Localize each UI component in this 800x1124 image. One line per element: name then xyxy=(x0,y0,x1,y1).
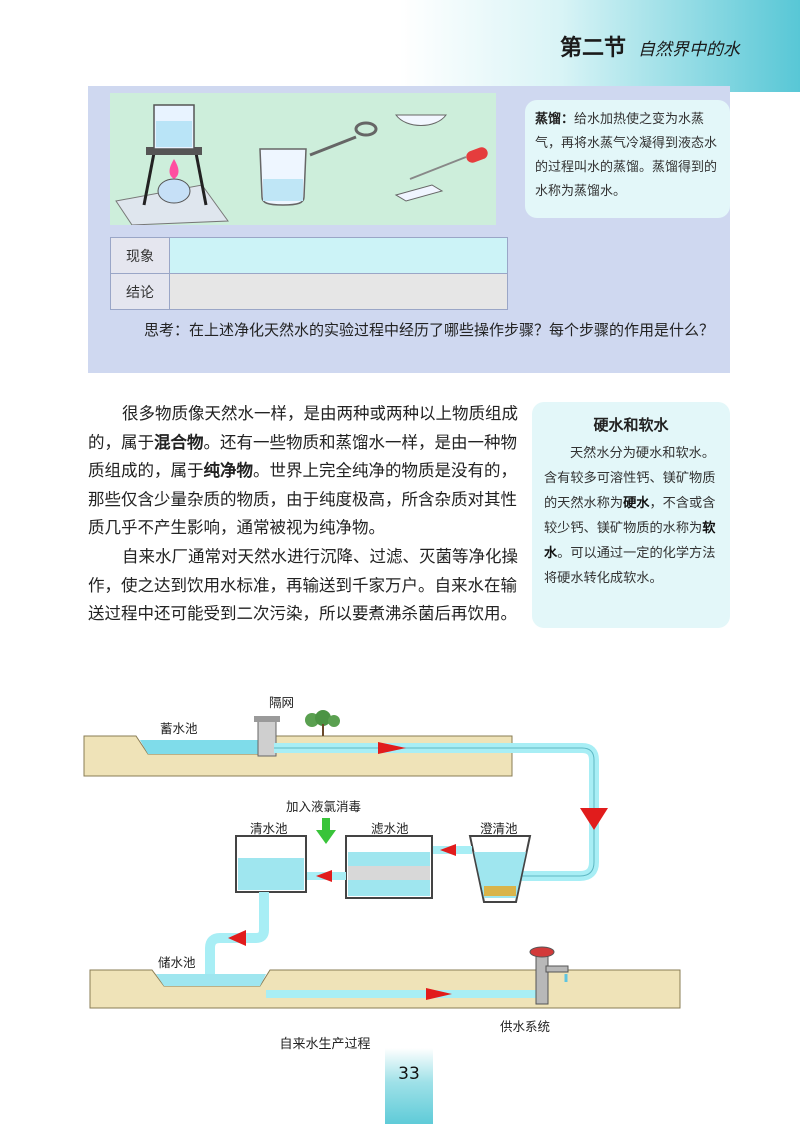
term-soft-water: 软水 xyxy=(544,521,716,561)
observation-table: 现象 结论 xyxy=(110,237,508,310)
section-header: 第二节 自然界中的水 xyxy=(560,30,790,62)
label-storage-pool: 储水池 xyxy=(158,955,196,970)
paragraph: 自来水厂通常对天然水进行沉降、过滤、灭菌等净化操作，使之达到饮用水标准，再输送到… xyxy=(88,546,518,624)
table-row: 现象 xyxy=(110,237,508,274)
paragraph: 很多物质像天然水一样，是由两种或两种以上物质组成的，属于混合物。还有一些物质和蒸… xyxy=(88,400,520,543)
side-note-body: 天然水分为硬水和软水。含有较多可溶性钙、镁矿物质的天然水称为硬水，不含或含较少钙… xyxy=(544,441,718,591)
page-number: 33 xyxy=(398,1064,420,1084)
label-supply-system: 供水系统 xyxy=(500,1019,551,1034)
text-span: ，不含或含较少钙、镁矿物质的水称为 xyxy=(544,496,716,536)
label-reservoir: 蓄水池 xyxy=(160,721,198,736)
text-span: 很多物质像天然水一样，是由两种或两种以上物质组成的，属于 xyxy=(88,404,518,452)
table-row-label: 现象 xyxy=(110,237,170,274)
think-question: 思考：在上述净化天然水的实验过程中经历了哪些操作步骤？每个步骤的作用是什么？ xyxy=(144,321,715,339)
text-span: 天然水分为硬水和软水。含有较多可溶性钙、镁矿物质的天然水称为 xyxy=(544,446,716,511)
term-mixture: 混合物 xyxy=(154,432,204,452)
distillation-note: 蒸馏：给水加热使之变为水蒸气，再将水蒸气冷凝得到液态水的过程叫水的蒸馏。蒸馏得到… xyxy=(525,100,730,218)
section-title: 自然界中的水 xyxy=(638,40,741,60)
table-cell xyxy=(169,273,508,310)
table-row-label: 结论 xyxy=(110,273,170,310)
term-pure-substance: 纯净物 xyxy=(203,461,254,481)
lab-equipment-illustration xyxy=(110,93,496,226)
lab-equipment-drawing xyxy=(115,104,488,226)
distillation-definition: 给水加热使之变为水蒸气，再将水蒸气冷凝得到液态水的过程叫水的蒸馏。蒸馏得到的水称… xyxy=(535,112,718,199)
table-cell xyxy=(169,237,508,274)
water-process-drawing xyxy=(83,710,681,1009)
water-production-diagram: 隔网 蓄水池 加入液氯消毒 清水池 滤水池 澄清池 储水池 供水系统 xyxy=(60,690,740,1060)
text-span: 。还有一些物质和蒸馏水一样，是由一种物质组成的，属于 xyxy=(88,432,517,481)
diagram-caption: 自来水生产过程 xyxy=(279,1037,371,1052)
page-number-tab xyxy=(385,1048,433,1124)
side-note-hard-soft-water: 硬水和软水 天然水分为硬水和软水。含有较多可溶性钙、镁矿物质的天然水称为硬水，不… xyxy=(532,402,730,628)
body-text: 很多物质像天然水一样，是由两种或两种以上物质组成的，属于混合物。还有一些物质和蒸… xyxy=(88,400,520,629)
label-filter-pool: 滤水池 xyxy=(371,821,409,836)
label-clear-pool: 清水池 xyxy=(250,821,288,836)
text-span: 。世界上完全纯净的物质是没有的，那些仅含少量杂质的物质，由于纯度极高，所含杂质对… xyxy=(88,461,517,538)
side-note-title: 硬水和软水 xyxy=(593,416,669,434)
text-span: 。可以通过一定的化学方法将硬水转化成软水。 xyxy=(544,546,716,586)
table-row: 结论 xyxy=(110,273,508,310)
section-number: 第二节 xyxy=(560,36,627,61)
distillation-term: 蒸馏： xyxy=(535,112,575,127)
header-band xyxy=(0,0,800,92)
label-screen: 隔网 xyxy=(269,695,295,710)
label-chlorine: 加入液氯消毒 xyxy=(286,799,362,814)
term-hard-water: 硬水 xyxy=(623,496,650,511)
label-settling-pool: 澄清池 xyxy=(480,821,518,836)
